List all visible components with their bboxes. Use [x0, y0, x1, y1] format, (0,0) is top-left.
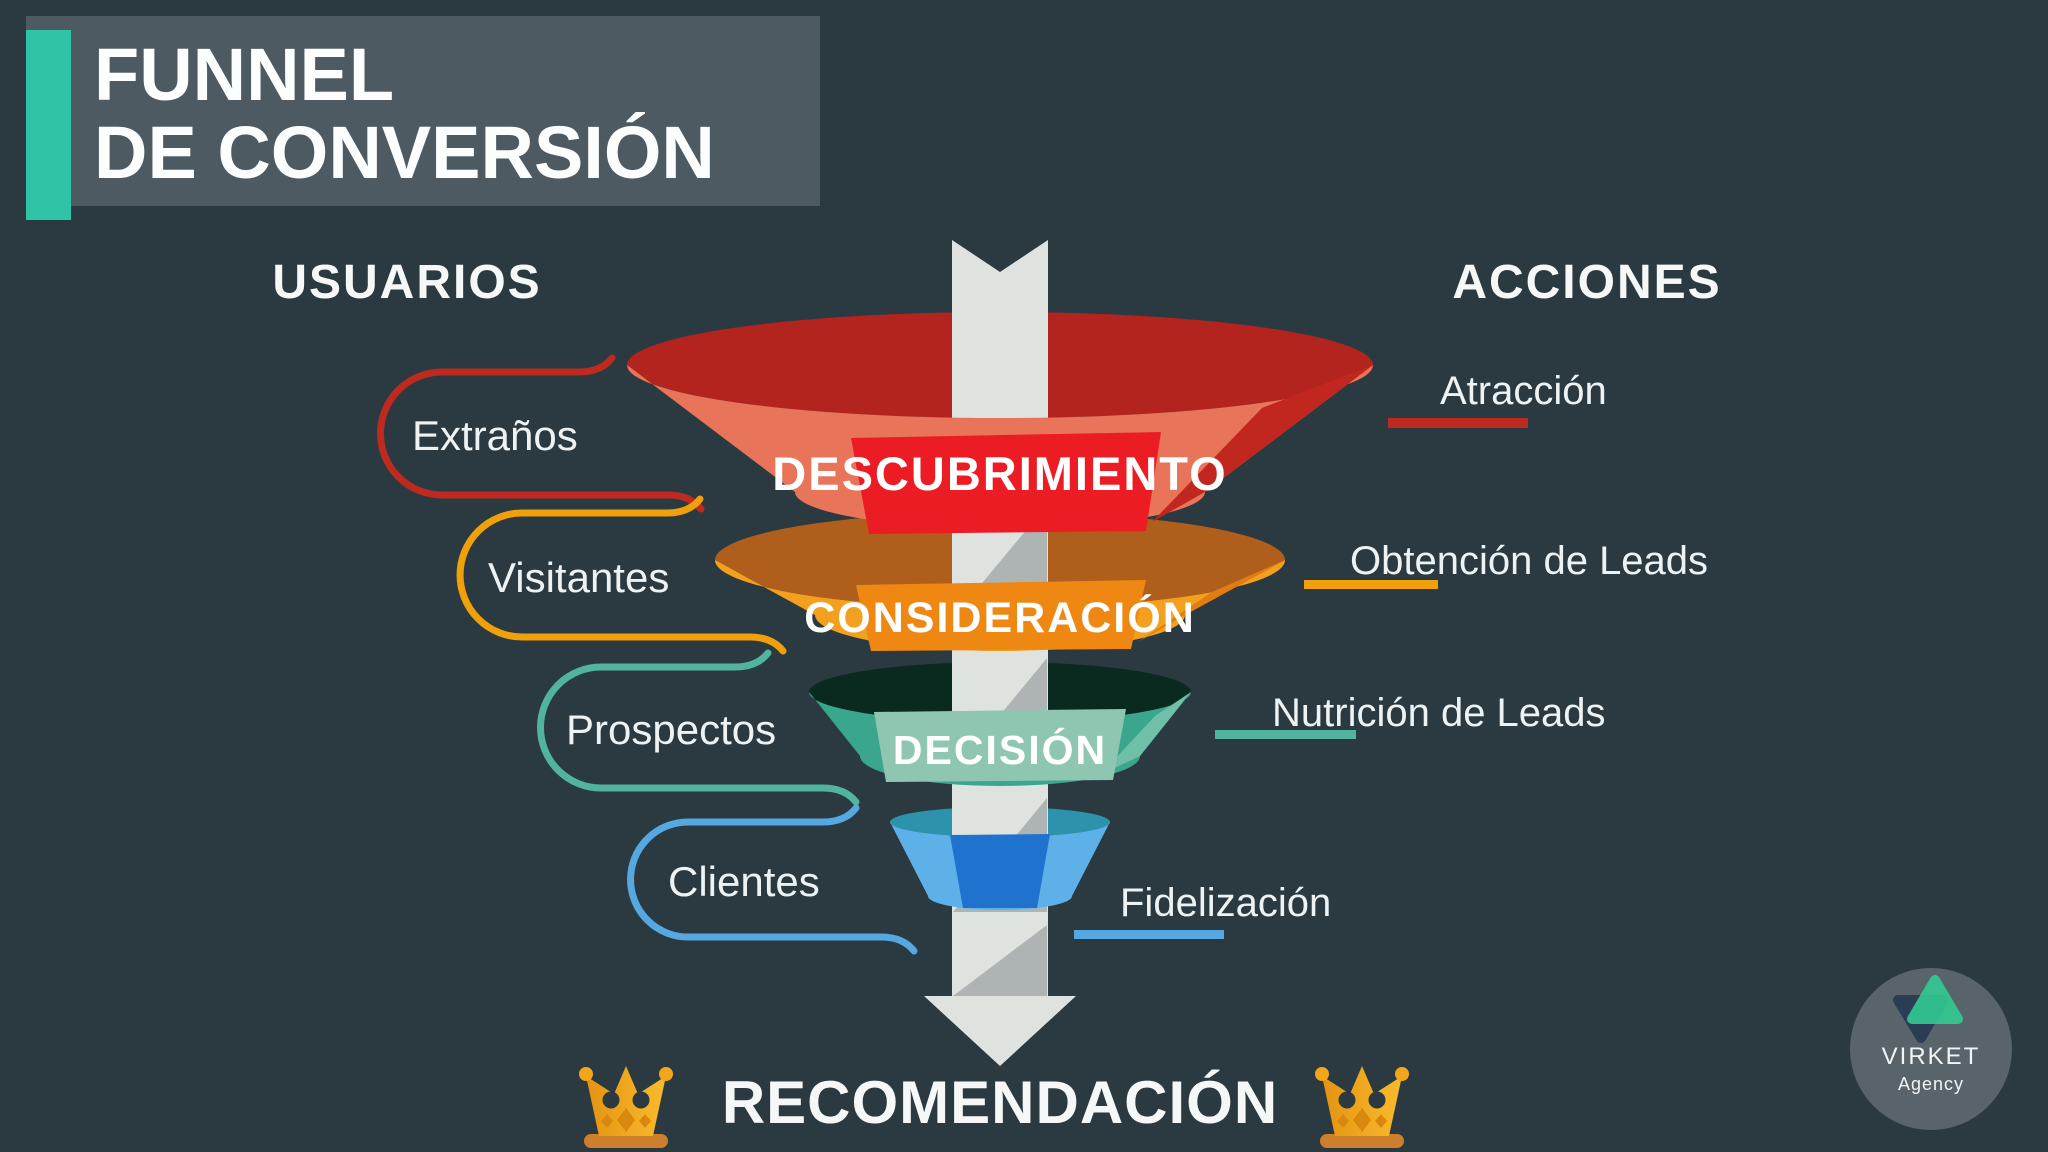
stage-label-decision: DECISIÓN: [893, 727, 1107, 773]
stage-band-decision: [809, 692, 1191, 786]
user-pill-prospectos: Prospectos: [537, 649, 860, 806]
crown-icon-left: [579, 1066, 673, 1148]
action-row-atraccion: Atracción: [1388, 369, 1607, 428]
logo-circle: [1850, 968, 2012, 1130]
crown-icon-right: [1315, 1066, 1409, 1148]
user-pill-extranos: Extraños: [377, 354, 705, 513]
action-row-fidelizacion: Fidelización: [1074, 881, 1331, 939]
title-line1: FUNNEL: [94, 33, 394, 116]
stage-label-consideracion: CONSIDERACIÓN: [804, 593, 1196, 642]
stage-label-descubrimiento: DESCUBRIMIENTO: [772, 447, 1227, 500]
title-box: [26, 16, 820, 206]
user-label-extranos: Extraños: [412, 412, 578, 459]
stage-band-descubrimiento: [627, 365, 1373, 534]
logo-brand: VIRKET: [1882, 1043, 1981, 1070]
action-row-obtencion: Obtención de Leads: [1304, 539, 1708, 589]
title-accent-bar: [26, 30, 71, 220]
action-label-atraccion: Atracción: [1440, 369, 1607, 413]
stage-band-consideracion: [715, 560, 1285, 651]
action-underline-nutricion: [1215, 730, 1356, 739]
action-label-fidelizacion: Fidelización: [1120, 881, 1331, 925]
logo-triangle-green-icon: [1907, 975, 1963, 1024]
recommendation-label: RECOMENDACIÓN: [722, 1069, 1278, 1136]
action-underline-fidelizacion: [1074, 930, 1224, 939]
title-block: FUNNEL DE CONVERSIÓN: [26, 16, 820, 220]
user-pill-visitantes: Visitantes: [456, 495, 787, 655]
action-underline-obtencion: [1304, 580, 1438, 589]
user-label-clientes: Clientes: [668, 858, 820, 905]
down-arrow-head-icon: [924, 996, 1076, 1066]
user-pill-clientes: Clientes: [627, 804, 918, 955]
action-label-nutricion: Nutrición de Leads: [1272, 691, 1606, 735]
action-row-nutricion: Nutrición de Leads: [1215, 691, 1606, 739]
actions-heading: ACCIONES: [1452, 256, 1721, 309]
virket-logo: VIRKET Agency: [1850, 968, 2012, 1130]
arrow-shade-4: [953, 925, 1047, 996]
users-heading: USUARIOS: [272, 256, 541, 309]
action-label-obtencion: Obtención de Leads: [1350, 539, 1708, 583]
user-label-visitantes: Visitantes: [488, 554, 669, 601]
stage-band-fidelizacion: [890, 822, 1110, 910]
user-label-prospectos: Prospectos: [566, 706, 776, 753]
title-line2: DE CONVERSIÓN: [94, 111, 715, 194]
action-underline-atraccion: [1388, 418, 1528, 428]
logo-sub: Agency: [1898, 1074, 1964, 1094]
